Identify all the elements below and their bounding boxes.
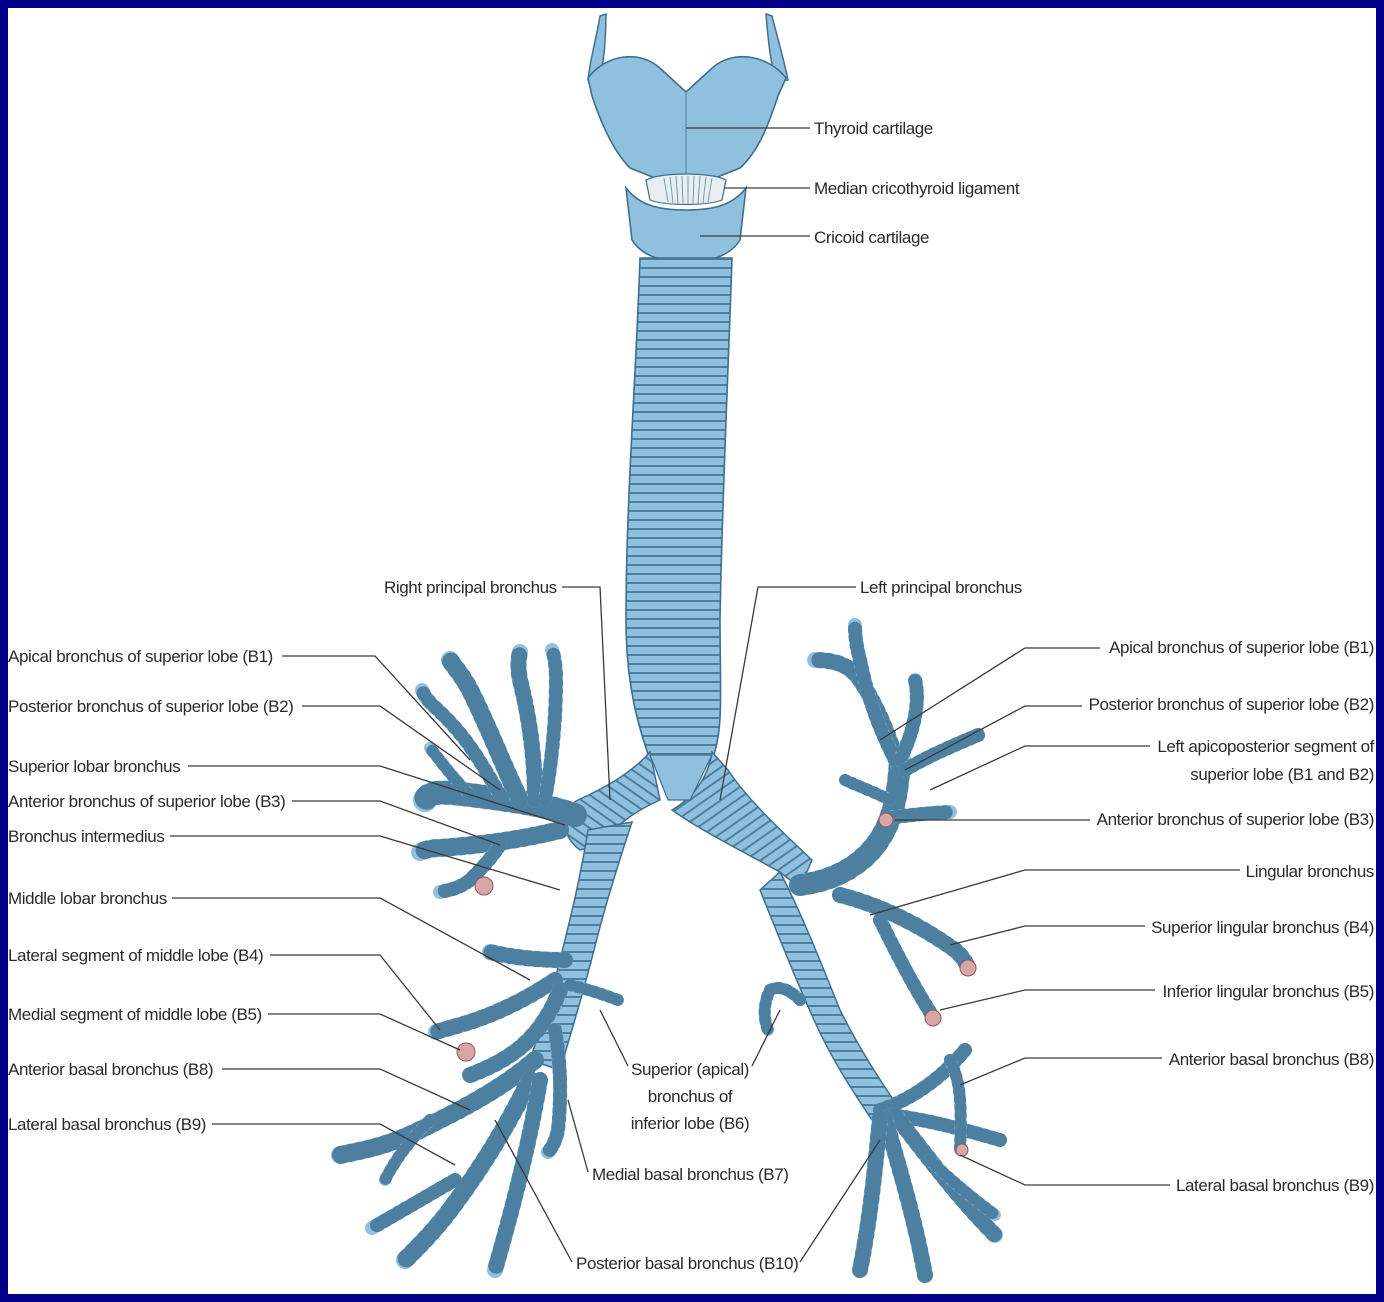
label-superior-apical-line2: bronchus of — [648, 1087, 733, 1106]
label-right-anterior-basal: Anterior basal bronchus (B8) — [8, 1060, 213, 1079]
label-superior-apical-line1: Superior (apical) — [631, 1060, 749, 1079]
label-thyroid-cartilage: Thyroid cartilage — [814, 119, 933, 138]
label-left-anterior-basal: Anterior basal bronchus (B8) — [1169, 1050, 1374, 1069]
label-lateral-segment-middle-lobe: Lateral segment of middle lobe (B4) — [8, 946, 263, 965]
label-left-apicoposterior-line1: Left apicoposterior segment of — [1157, 737, 1374, 756]
label-left-lateral-basal: Lateral basal bronchus (B9) — [1176, 1176, 1374, 1195]
larynx — [587, 12, 789, 263]
label-right-principal-bronchus: Right principal bronchus — [384, 578, 557, 597]
leader-lines — [170, 127, 1240, 1263]
trachea — [625, 257, 733, 761]
label-median-cricothyroid-ligament: Median cricothyroid ligament — [814, 179, 1020, 198]
right-upper-lobe-branches — [411, 643, 587, 899]
label-left-posterior-bronchus: Posterior bronchus of superior lobe (B2) — [1089, 695, 1374, 714]
thyroid-superior-horn-left — [765, 12, 789, 83]
label-middle-lobar-bronchus: Middle lobar bronchus — [8, 889, 167, 908]
label-left-apical-bronchus: Apical bronchus of superior lobe (B1) — [1109, 638, 1374, 657]
label-superior-apical-line3: inferior lobe (B6) — [631, 1114, 749, 1133]
left-lower-branches — [758, 982, 1007, 1283]
label-lingular-bronchus: Lingular bronchus — [1246, 862, 1374, 881]
label-right-apical-bronchus: Apical bronchus of superior lobe (B1) — [8, 647, 273, 666]
label-cricoid-cartilage: Cricoid cartilage — [814, 228, 929, 247]
cut-end — [959, 959, 977, 977]
bronchus-cut-ends — [456, 812, 977, 1157]
cut-end — [955, 1143, 969, 1157]
label-inferior-lingular-bronchus: Inferior lingular bronchus (B5) — [1162, 982, 1374, 1001]
label-medial-segment-middle-lobe: Medial segment of middle lobe (B5) — [8, 1005, 262, 1024]
cut-end — [456, 1042, 476, 1062]
ligament-fibers — [663, 175, 713, 205]
left-upper-lobe-branches — [789, 618, 985, 1019]
label-right-lateral-basal: Lateral basal bronchus (B9) — [8, 1115, 206, 1134]
cut-end — [924, 1009, 942, 1027]
label-medial-basal-bronchus: Medial basal bronchus (B7) — [592, 1165, 789, 1184]
cut-end — [474, 876, 494, 896]
label-superior-lobar-bronchus: Superior lobar bronchus — [8, 757, 180, 776]
label-superior-lingular-bronchus: Superior lingular bronchus (B4) — [1151, 918, 1374, 937]
cut-end — [878, 812, 894, 828]
label-right-posterior-bronchus: Posterior bronchus of superior lobe (B2) — [8, 697, 293, 716]
label-bronchus-intermedius: Bronchus intermedius — [8, 827, 164, 846]
label-left-apicoposterior-line2: superior lobe (B1 and B2) — [1190, 765, 1374, 784]
thyroid-cartilage — [587, 55, 787, 185]
label-right-anterior-bronchus: Anterior bronchus of superior lobe (B3) — [8, 792, 285, 811]
label-left-anterior-bronchus: Anterior bronchus of superior lobe (B3) — [1097, 810, 1374, 829]
label-posterior-basal-bronchus: Posterior basal bronchus (B10) — [576, 1254, 798, 1273]
right-lower-branches — [331, 944, 624, 1278]
cricothyroid-ligament — [645, 173, 727, 206]
label-left-principal-bronchus: Left principal bronchus — [860, 578, 1022, 597]
